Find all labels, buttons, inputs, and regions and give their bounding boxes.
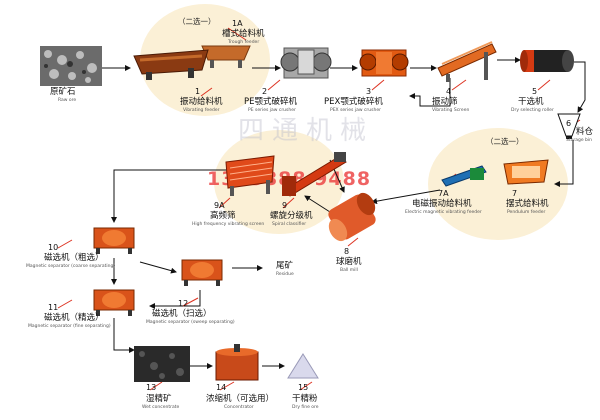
raw-ore-label: 原矿石 — [50, 87, 76, 97]
step-9-number: 9 — [282, 201, 288, 210]
step-7-number: 7 — [512, 189, 518, 198]
step-7-sublabel: Pendulum feeder — [507, 210, 546, 215]
step-12-sublabel: Magnetic separator (sweep separating) — [146, 320, 235, 325]
option-label-top: （二选一） — [178, 17, 216, 26]
spiral-classifier-icon — [282, 152, 347, 197]
concentrator-icon — [215, 344, 259, 381]
step-11-number: 11 — [48, 303, 59, 312]
high-frequency-screen-icon — [225, 155, 275, 196]
mag-separator-sweep-icon — [181, 259, 223, 286]
step-6-label: 料仓 — [576, 127, 594, 137]
step-3-label: PEX颚式破碎机 — [324, 97, 383, 107]
step-9a-number: 9A — [214, 201, 225, 210]
step-8-label: 球磨机 — [336, 257, 362, 267]
step-7a-sublabel: Electric magnetic vibrating feeder — [405, 210, 482, 215]
step-15-number: 15 — [298, 383, 309, 392]
step-4-label: 振动筛 — [432, 97, 458, 107]
step-12-label: 磁选机（扫选） — [152, 309, 212, 319]
step-11-label: 磁选机（精选） — [44, 313, 104, 323]
step-2-sublabel: PE series jaw crusher — [248, 108, 296, 113]
pex-jaw-crusher-icon — [359, 49, 409, 77]
mag-separator-coarse-icon — [93, 227, 135, 254]
vibrating-screen-icon — [437, 41, 497, 82]
arrow-classifier-to-mag — [111, 169, 228, 223]
step-7a-label: 电磁振动给料机 — [412, 199, 472, 209]
step-3-sublabel: PEX series jaw crusher — [330, 108, 381, 113]
step-11-sublabel: Magnetic separator (fine separating) — [28, 324, 111, 329]
step-2-number: 2 — [262, 87, 268, 96]
step-10-number: 10 — [48, 243, 59, 252]
pe-jaw-crusher-icon — [280, 47, 332, 79]
step-6-number: 6 — [566, 119, 572, 128]
arrow-mag10-to-12 — [139, 261, 177, 274]
step-8-sublabel: Ball mill — [340, 268, 358, 273]
raw-ore-sublabel: Raw ore — [58, 98, 77, 103]
step-5-number: 5 — [532, 87, 538, 96]
ball-mill-icon — [328, 192, 376, 242]
step-7-label: 摆式给料机 — [506, 199, 549, 209]
step-13-sublabel: Wet concentrate — [142, 405, 180, 410]
step-9-label: 螺旋分级机 — [270, 211, 313, 221]
step-1-number: 1 — [195, 87, 201, 96]
step-5-label: 干选机 — [518, 97, 544, 107]
step-1a-number: 1A — [232, 19, 243, 28]
arrow-dry-to-bin — [574, 61, 586, 113]
step-1a-sublabel: Trough feeder — [228, 40, 260, 45]
raw-ore-icon — [40, 46, 102, 86]
step-10-sublabel: Magnetic separator (coarse separating) — [26, 264, 116, 269]
arrow-mag12-return — [149, 290, 201, 309]
step-4-sublabel: Vibrating Screen — [432, 108, 470, 113]
residue-sublabel: Residue — [276, 272, 294, 277]
step-14-label: 浓缩机（可选用） — [206, 394, 275, 404]
step-7a-number: 7A — [438, 189, 449, 198]
step-10-label: 磁选机（粗选） — [44, 253, 104, 263]
step-15-label: 干精粉 — [292, 394, 318, 404]
storage-bin-icon — [557, 113, 581, 139]
step-4-number: 4 — [446, 87, 452, 96]
step-14-sublabel: Concentrator — [224, 405, 254, 410]
arrow-mag11-to-conc — [113, 318, 135, 353]
wet-concentrate-icon — [134, 346, 190, 382]
step-9a-label: 高频筛 — [210, 211, 236, 221]
dry-fine-ore-icon — [287, 353, 319, 379]
step-1a-label: 槽式给料机 — [222, 29, 265, 39]
option-label-right: （二选一） — [486, 137, 524, 146]
em-vibrating-feeder-icon — [441, 165, 487, 187]
vibrating-feeder-icon — [133, 49, 209, 80]
step-3-number: 3 — [366, 87, 372, 96]
dry-roller-icon — [520, 50, 574, 72]
step-1-label: 振动给料机 — [180, 97, 223, 107]
step-9a-sublabel: High frequency vibrating screen — [192, 222, 265, 227]
watermark: 四通机械 — [238, 116, 375, 146]
step-13-number: 13 — [146, 383, 157, 392]
step-13-label: 湿精矿 — [146, 394, 172, 404]
step-2-label: PE颚式破碎机 — [244, 97, 297, 107]
step-9-sublabel: Spiral classifier — [272, 222, 307, 227]
step-5-sublabel: Dry selecting roller — [511, 108, 554, 113]
mag-separator-fine-icon — [93, 289, 135, 316]
arrow-return-screen — [409, 78, 451, 107]
pendulum-feeder-icon — [503, 159, 549, 185]
residue-label: 尾矿 — [276, 261, 294, 271]
arrow-feeders-to-mill — [371, 189, 441, 205]
step-1-sublabel: Vibrating feeder — [183, 108, 220, 113]
step-8-number: 8 — [344, 247, 350, 256]
arrow-bin-to-feeders — [554, 140, 574, 187]
step-14-number: 14 — [216, 383, 227, 392]
step-15-sublabel: Dry fine ore — [292, 405, 319, 410]
step-6-sublabel: Storage bin — [566, 138, 592, 143]
arrow-mill-to-classifier — [304, 195, 331, 213]
step-12-number: 12 — [178, 299, 189, 308]
